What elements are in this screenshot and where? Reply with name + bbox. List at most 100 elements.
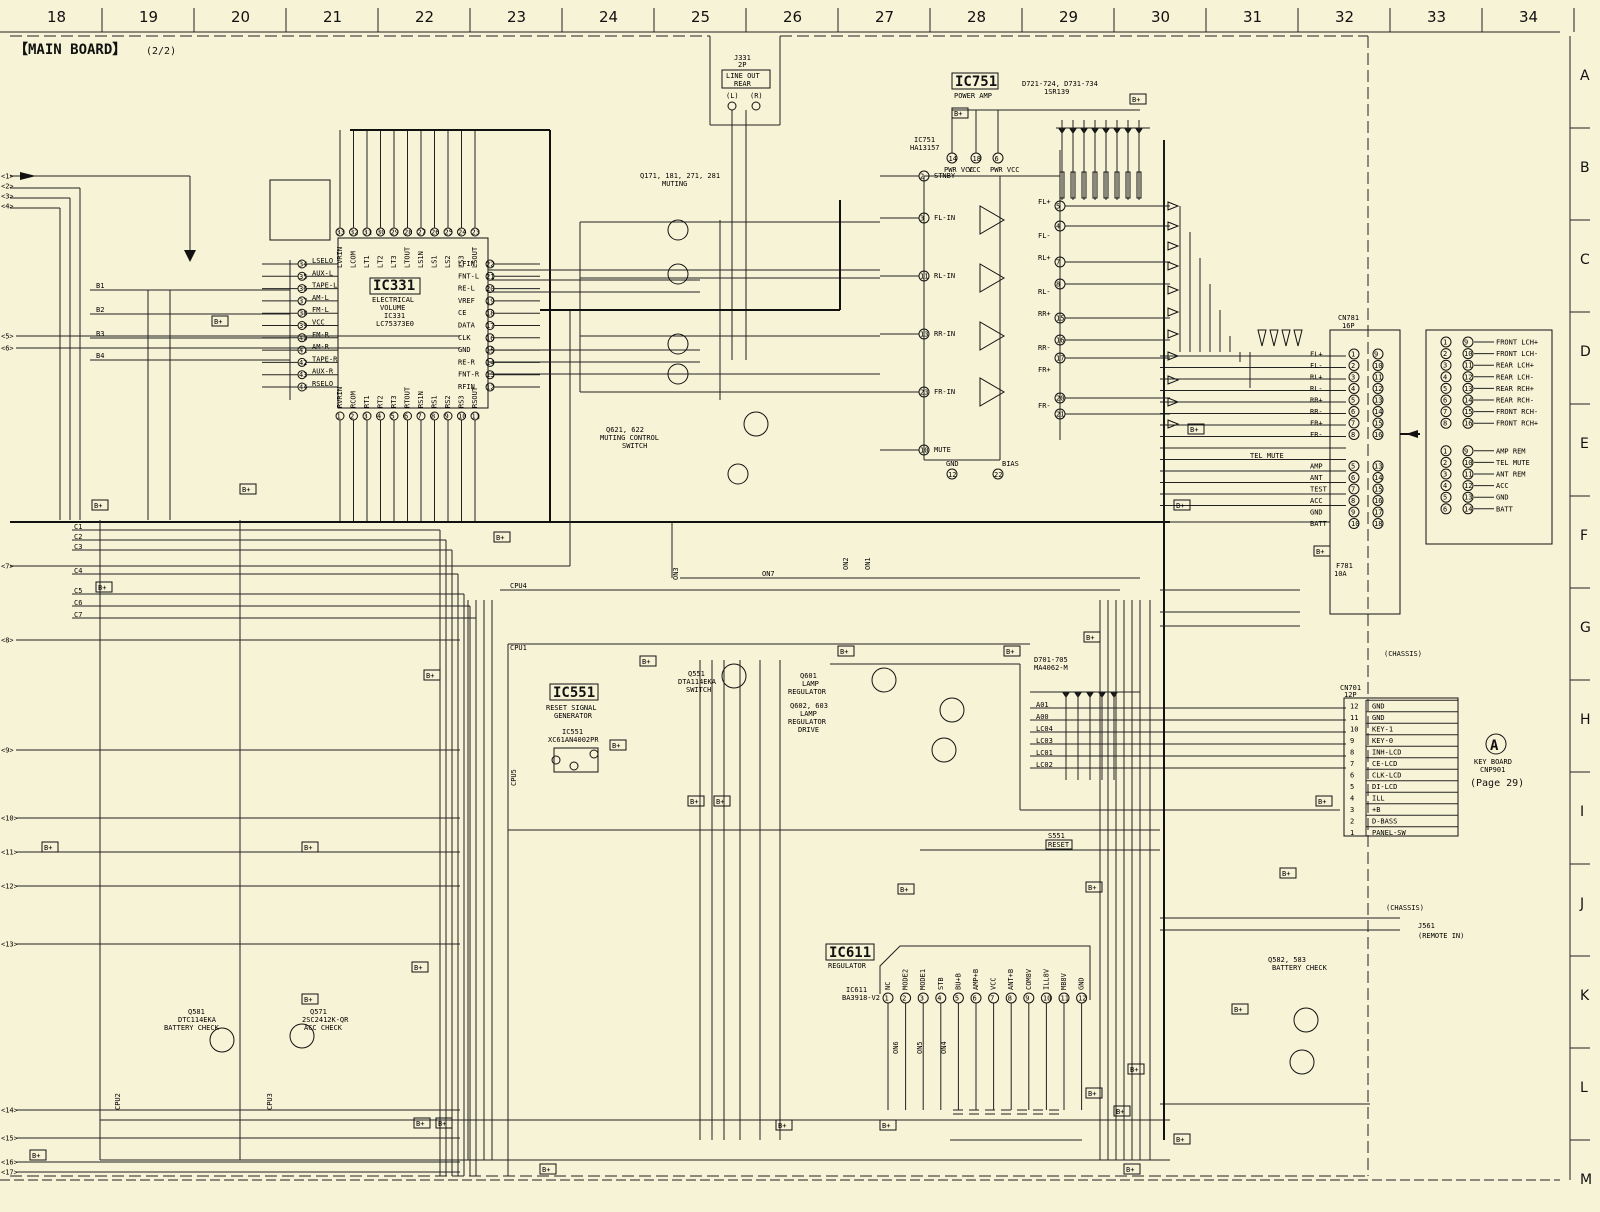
svg-text:BIAS: BIAS bbox=[1002, 460, 1019, 468]
bus-line-label: C7 bbox=[74, 611, 82, 619]
ic611-pin-label: AMP+B bbox=[972, 969, 980, 990]
b-plus-tag: B+ bbox=[94, 502, 102, 510]
svg-text:2: 2 bbox=[1350, 818, 1354, 826]
lcd-line-label: LC03 bbox=[1036, 737, 1053, 745]
svg-text:34: 34 bbox=[299, 261, 307, 269]
harness-label: REAR LCH- bbox=[1496, 373, 1534, 381]
harness-label: FRONT LCH+ bbox=[1496, 339, 1538, 347]
svg-text:16: 16 bbox=[1374, 497, 1382, 505]
svg-text:REGULATOR: REGULATOR bbox=[828, 962, 867, 970]
svg-text:GND: GND bbox=[946, 460, 959, 468]
amp-output-label: RL- bbox=[1038, 288, 1051, 296]
svg-text:12: 12 bbox=[1078, 995, 1086, 1003]
svg-text:43: 43 bbox=[299, 371, 307, 379]
input-network: B1 B2 B3 B4 bbox=[10, 172, 291, 520]
svg-text:(CHASSIS): (CHASSIS) bbox=[1386, 904, 1424, 912]
muting-section: Q171, 181, 271, 281 MUTING Q621, 622 MUT… bbox=[488, 110, 1140, 580]
board-title: 【MAIN BOARD】 bbox=[14, 42, 126, 58]
svg-text:16: 16 bbox=[486, 334, 494, 342]
svg-text:ON4: ON4 bbox=[940, 1041, 948, 1054]
svg-text:13: 13 bbox=[1374, 397, 1382, 405]
svg-text:DTC114EKA: DTC114EKA bbox=[178, 1016, 217, 1024]
svg-text:4: 4 bbox=[1350, 795, 1354, 803]
input-arrow bbox=[20, 172, 36, 180]
svg-text:(Page 29): (Page 29) bbox=[1470, 778, 1524, 789]
b-plus-tag: B+ bbox=[1006, 648, 1014, 656]
column-number: 31 bbox=[1243, 8, 1262, 26]
bus-line-label: C4 bbox=[74, 567, 82, 575]
svg-text:CPU3: CPU3 bbox=[266, 1093, 274, 1110]
svg-text:16: 16 bbox=[1056, 337, 1064, 345]
svg-text:3: 3 bbox=[920, 215, 924, 223]
ic331-bottom-pin-label: RT1 bbox=[363, 395, 371, 408]
cn701-label: +B bbox=[1372, 806, 1380, 814]
lcd-line-label: A01 bbox=[1036, 701, 1049, 709]
svg-text:BATTERY CHECK: BATTERY CHECK bbox=[164, 1024, 220, 1032]
harness-label: REAR RCH- bbox=[1496, 397, 1534, 405]
svg-text:15: 15 bbox=[486, 347, 494, 355]
left-connectors: <1><2><3><4><5><6><7><8><9><10><11><12><… bbox=[1, 173, 460, 1177]
q622-transistor bbox=[727, 463, 749, 485]
svg-text:Q571: Q571 bbox=[310, 1008, 327, 1016]
svg-text:6: 6 bbox=[1443, 505, 1447, 513]
svg-text:5: 5 bbox=[1056, 203, 1060, 211]
svg-text:4: 4 bbox=[1443, 373, 1447, 381]
cn701-label: D-BASS bbox=[1372, 818, 1397, 826]
ic611-pin-label: STB bbox=[937, 977, 945, 990]
b-plus-tag: B+ bbox=[1282, 870, 1290, 878]
svg-text:ON5: ON5 bbox=[916, 1041, 924, 1054]
svg-text:7: 7 bbox=[1351, 420, 1355, 428]
left-connector-label: <17> bbox=[1, 1169, 18, 1177]
svg-text:Q601: Q601 bbox=[800, 672, 817, 680]
svg-text:6: 6 bbox=[404, 413, 408, 421]
ic331-left-pin-label: AM-R bbox=[312, 343, 330, 351]
battery-acc-check: Q581 DTC114EKA BATTERY CHECK Q571 2SC241… bbox=[99, 520, 1370, 1161]
ic751-name: IC751 bbox=[955, 74, 997, 90]
svg-text:4: 4 bbox=[1056, 223, 1060, 231]
svg-text:D721-724, D731-734: D721-724, D731-734 bbox=[1022, 80, 1098, 88]
svg-text:11: 11 bbox=[1350, 714, 1358, 722]
ic331-right-pin-label: LFIN bbox=[458, 260, 475, 268]
b-plus-tag: B+ bbox=[438, 1120, 446, 1128]
svg-text:15: 15 bbox=[1056, 315, 1064, 323]
left-connector-label: <9> bbox=[1, 747, 14, 755]
cn781-left-label: TEST bbox=[1310, 486, 1328, 494]
b-plus-tag: B+ bbox=[304, 844, 312, 852]
b-plus-tag: B+ bbox=[1316, 548, 1324, 556]
harness-label: FRONT RCH+ bbox=[1496, 420, 1538, 428]
ic331-top-pin-label: LS3 bbox=[458, 255, 466, 268]
svg-text:3: 3 bbox=[1443, 362, 1447, 370]
svg-text:DTA114EKA: DTA114EKA bbox=[678, 678, 717, 686]
svg-text:7: 7 bbox=[1443, 408, 1447, 416]
svg-text:ON3: ON3 bbox=[672, 567, 680, 580]
svg-text:14: 14 bbox=[1464, 397, 1472, 405]
ic611-pin-label: ILL8V bbox=[1042, 968, 1050, 990]
b-plus-tag: B+ bbox=[414, 964, 422, 972]
input-b4: B4 bbox=[96, 352, 104, 360]
b-plus-tag: B+ bbox=[612, 742, 620, 750]
svg-text:23: 23 bbox=[472, 229, 480, 237]
remote-input: (CHASSIS) J561 (REMOTE IN) bbox=[1160, 904, 1464, 940]
row-letter: M bbox=[1580, 1172, 1592, 1188]
row-letter: K bbox=[1580, 988, 1590, 1004]
left-connector-label: <5> bbox=[1, 333, 14, 341]
svg-text:9: 9 bbox=[445, 413, 449, 421]
lcd-line-label: LC01 bbox=[1036, 749, 1053, 757]
column-number: 22 bbox=[415, 8, 434, 26]
svg-text:20: 20 bbox=[486, 285, 494, 293]
svg-text:2: 2 bbox=[1443, 459, 1447, 467]
svg-text:5: 5 bbox=[955, 995, 959, 1003]
ic331-right-pin-label: GND bbox=[458, 346, 471, 354]
column-number: 34 bbox=[1519, 8, 1538, 26]
svg-text:REGULATOR: REGULATOR bbox=[788, 718, 827, 726]
svg-text:CPU4: CPU4 bbox=[510, 582, 527, 590]
cn781-left-label: AMP bbox=[1310, 463, 1323, 471]
ic331-desc2: VOLUME bbox=[380, 304, 405, 312]
ic331-left-pin-label: RSELO bbox=[312, 380, 333, 388]
svg-text:Q621, 622: Q621, 622 bbox=[606, 426, 644, 434]
